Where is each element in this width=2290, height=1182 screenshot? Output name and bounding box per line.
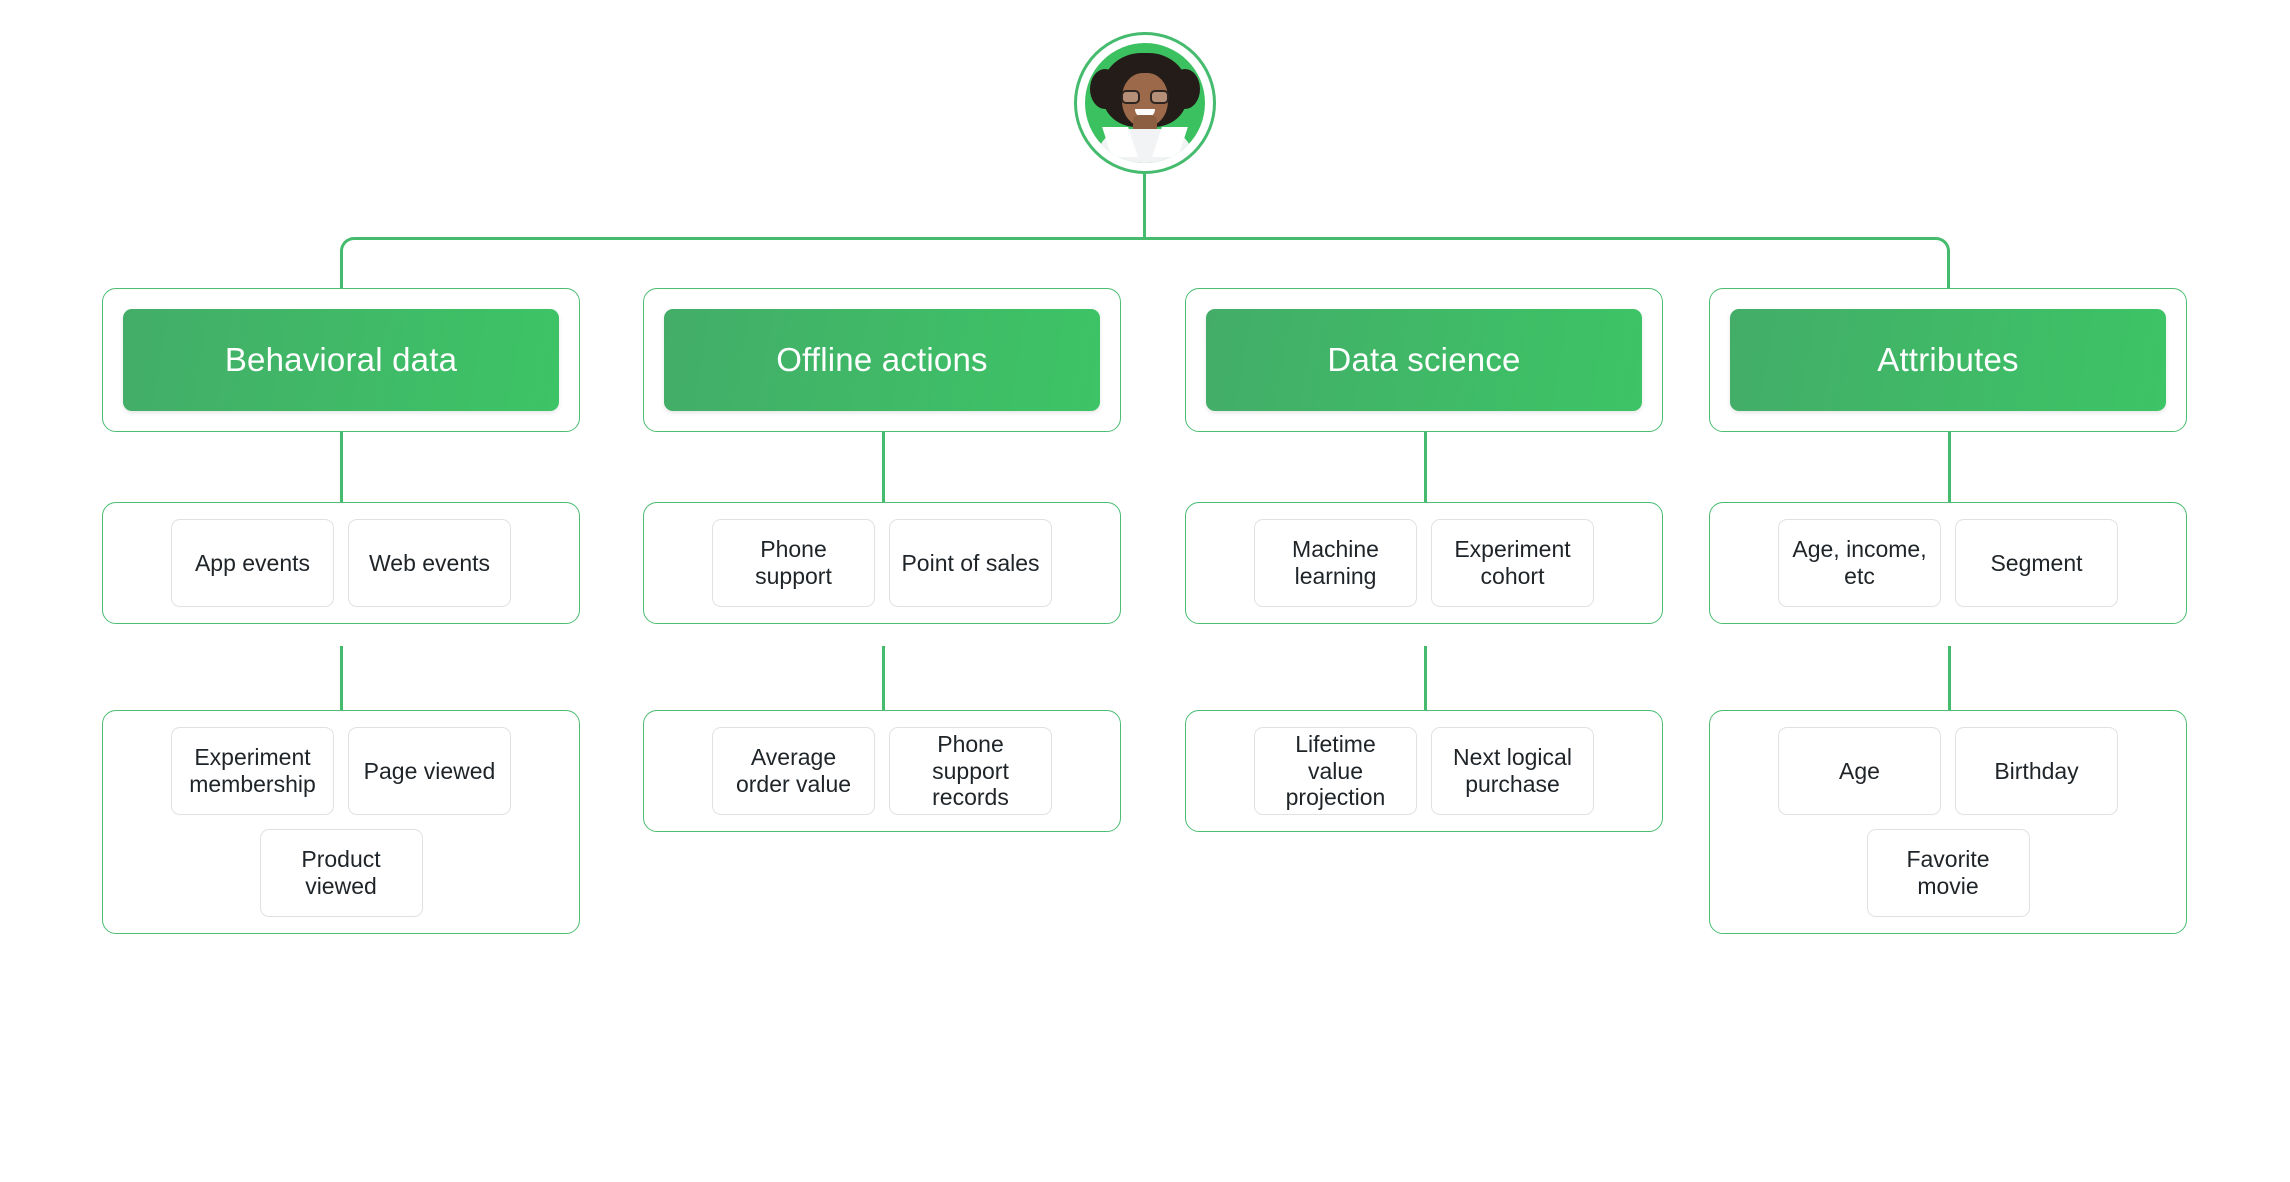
group-card-attributes-2: Age Birthday Favorite movie (1709, 710, 2187, 934)
chip-average-order-value[interactable]: Average order value (712, 727, 875, 815)
connector-col1-r2 (340, 646, 343, 710)
connector-col4-r2 (1948, 646, 1951, 710)
header-card-offline-actions[interactable]: Offline actions (643, 288, 1121, 432)
chip-row: Lifetime value projection Next logical p… (1202, 727, 1646, 815)
chip-next-logical-purchase[interactable]: Next logical purchase (1431, 727, 1594, 815)
avatar-smile (1135, 109, 1155, 118)
header-label: Attributes (1877, 341, 2019, 378)
column-behavioral-data: Behavioral data App events Web events Ex… (102, 288, 580, 934)
chip-phone-support-records[interactable]: Phone support records (889, 727, 1052, 815)
group-card-behavioral-1: App events Web events (102, 502, 580, 624)
chip-age-income-etc[interactable]: Age, income, etc (1778, 519, 1941, 607)
chip-birthday[interactable]: Birthday (1955, 727, 2118, 815)
group-card-behavioral-2: Experiment membership Page viewed Produc… (102, 710, 580, 934)
chip-row: Machine learning Experiment cohort (1202, 519, 1646, 607)
chip-row: App events Web events (119, 519, 563, 607)
root-avatar[interactable] (1074, 32, 1216, 174)
header-card-behavioral-data[interactable]: Behavioral data (102, 288, 580, 432)
chip-experiment-membership[interactable]: Experiment membership (171, 727, 334, 815)
chip-lifetime-value-projection[interactable]: Lifetime value projection (1254, 727, 1417, 815)
header-inner-attributes: Attributes (1730, 309, 2166, 411)
glasses-icon (1121, 90, 1169, 104)
chip-row: Age, income, etc Segment (1726, 519, 2170, 607)
chip-machine-learning[interactable]: Machine learning (1254, 519, 1417, 607)
avatar-photo (1085, 43, 1205, 163)
connector-col2-r2 (882, 646, 885, 710)
chip-product-viewed[interactable]: Product viewed (259, 829, 423, 917)
connector-root-stem (1143, 174, 1146, 239)
header-label: Behavioral data (224, 341, 458, 378)
chip-segment[interactable]: Segment (1955, 519, 2118, 607)
header-inner-data-science: Data science (1206, 309, 1642, 411)
chip-row: Age Birthday (1726, 727, 2170, 815)
connector-col2-r1 (882, 432, 885, 502)
group-card-offline-1: Phone support Point of sales (643, 502, 1121, 624)
header-card-attributes[interactable]: Attributes (1709, 288, 2187, 432)
chip-point-of-sales[interactable]: Point of sales (889, 519, 1052, 607)
chip-row: Phone support Point of sales (660, 519, 1104, 607)
group-card-offline-2: Average order value Phone support record… (643, 710, 1121, 832)
chip-age[interactable]: Age (1778, 727, 1941, 815)
header-label: Offline actions (776, 341, 988, 378)
connector-col4-r1 (1948, 432, 1951, 502)
chip-row: Product viewed (119, 829, 563, 917)
header-card-data-science[interactable]: Data science (1185, 288, 1663, 432)
chip-row: Average order value Phone support record… (660, 727, 1104, 815)
connector-bus (340, 237, 1950, 291)
column-attributes: Attributes Age, income, etc Segment Age … (1709, 288, 2187, 934)
group-card-data-science-2: Lifetime value projection Next logical p… (1185, 710, 1663, 832)
connector-col1-r1 (340, 432, 343, 502)
chip-favorite-movie[interactable]: Favorite movie (1866, 829, 2030, 917)
group-card-data-science-1: Machine learning Experiment cohort (1185, 502, 1663, 624)
connector-col3-r2 (1424, 646, 1427, 710)
chip-app-events[interactable]: App events (171, 519, 334, 607)
chip-experiment-cohort[interactable]: Experiment cohort (1431, 519, 1594, 607)
column-data-science: Data science Machine learning Experiment… (1185, 288, 1663, 832)
chip-page-viewed[interactable]: Page viewed (348, 727, 511, 815)
group-card-attributes-1: Age, income, etc Segment (1709, 502, 2187, 624)
chip-phone-support[interactable]: Phone support (712, 519, 875, 607)
header-label: Data science (1327, 341, 1521, 378)
chip-web-events[interactable]: Web events (348, 519, 511, 607)
connector-col3-r1 (1424, 432, 1427, 502)
chip-row: Favorite movie (1726, 829, 2170, 917)
header-inner-offline-actions: Offline actions (664, 309, 1100, 411)
chip-row: Experiment membership Page viewed (119, 727, 563, 815)
header-inner-behavioral-data: Behavioral data (123, 309, 559, 411)
column-offline-actions: Offline actions Phone support Point of s… (643, 288, 1121, 832)
